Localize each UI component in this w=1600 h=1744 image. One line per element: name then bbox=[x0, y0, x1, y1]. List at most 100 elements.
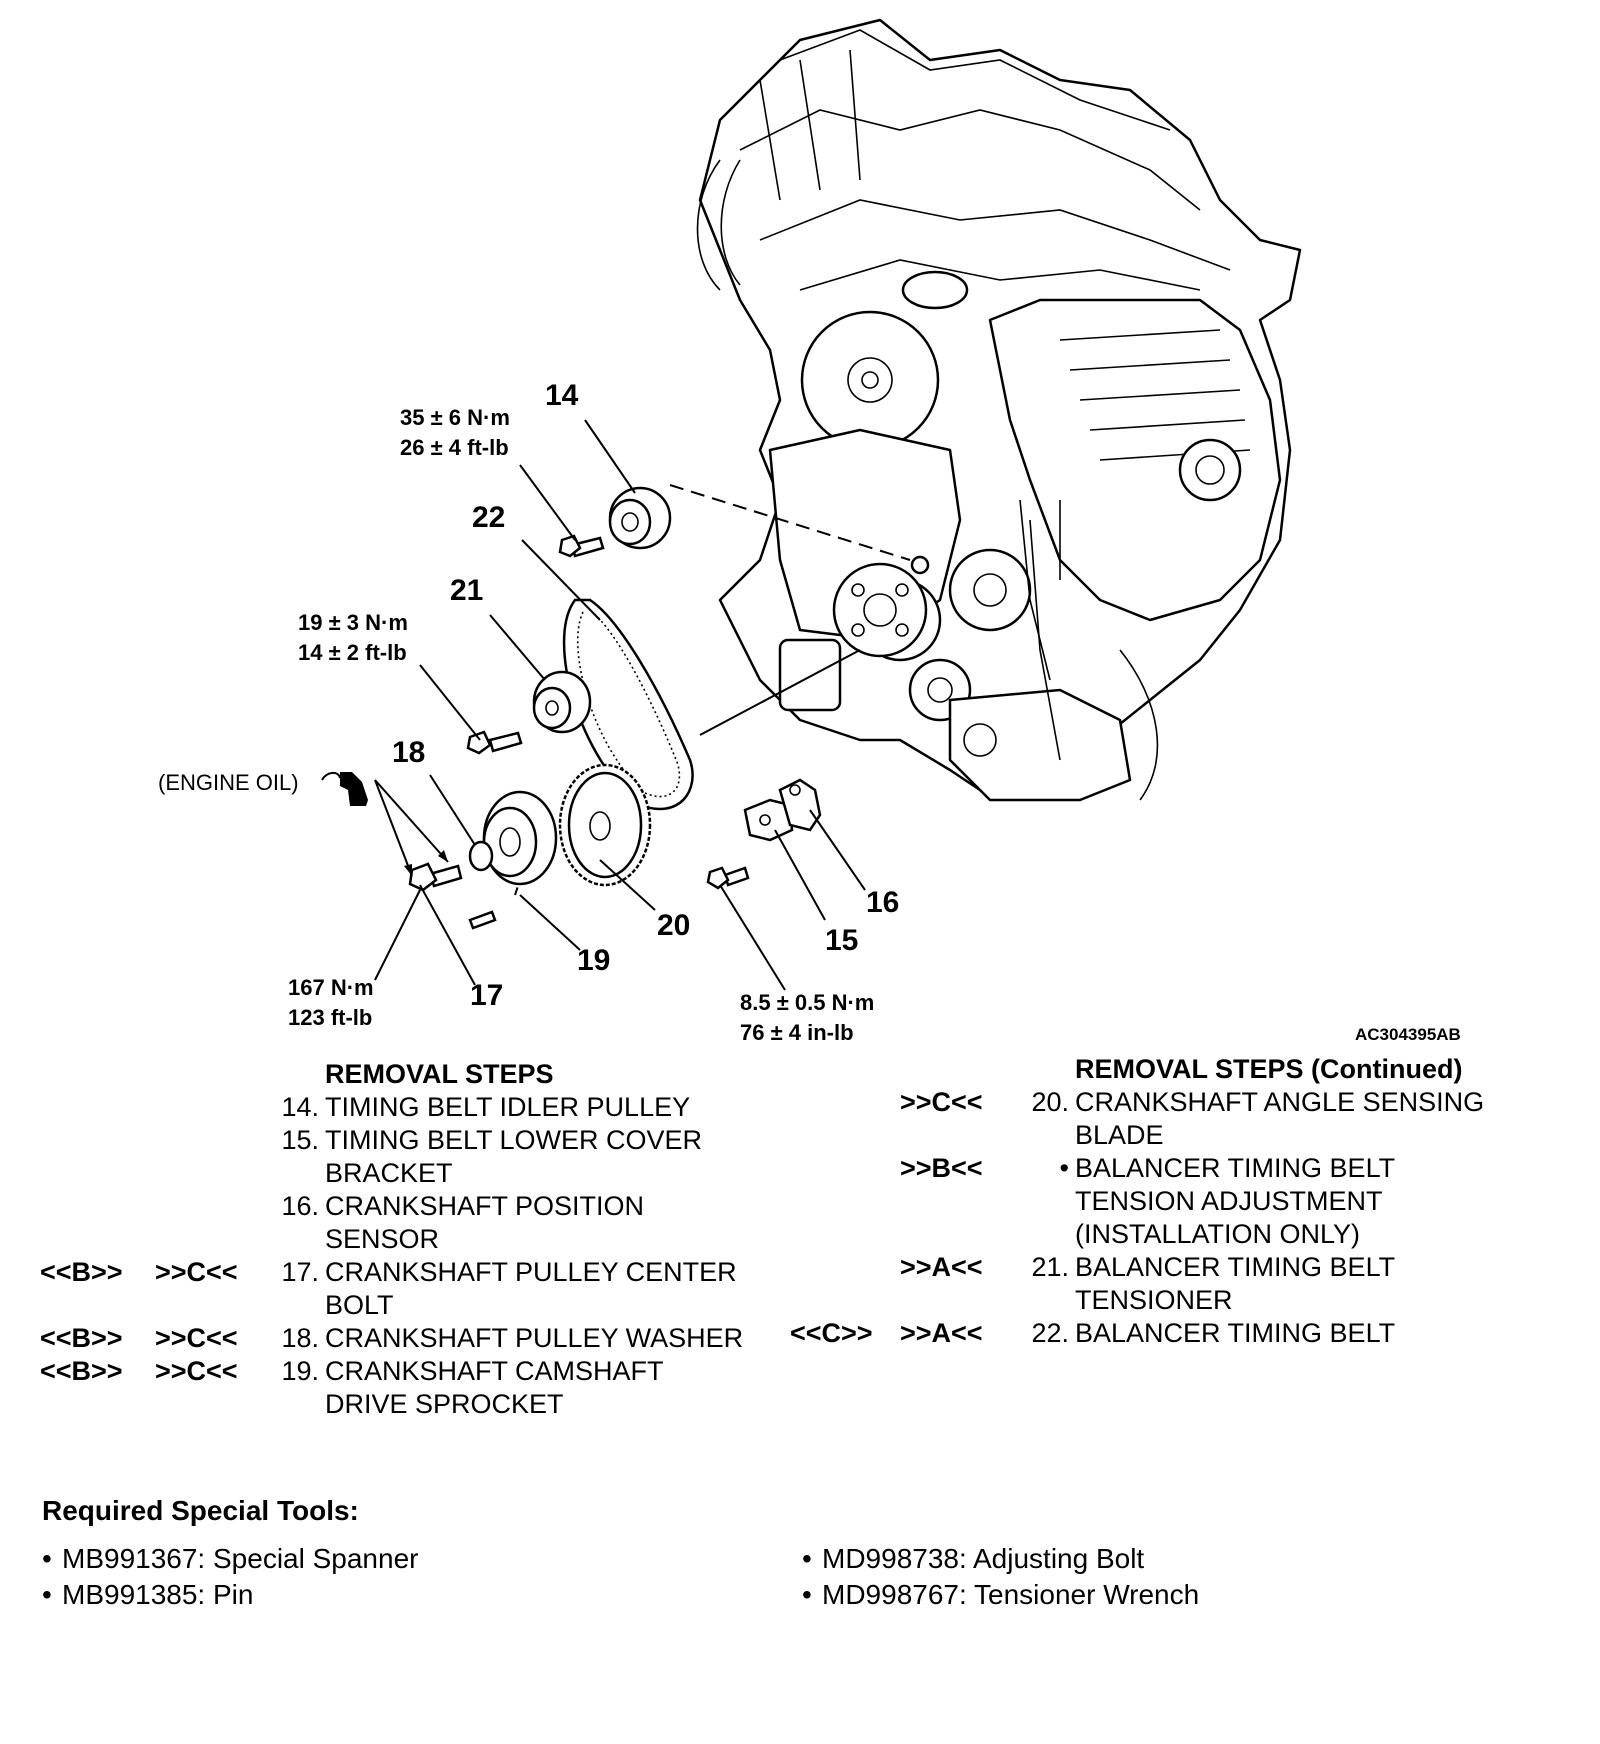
step-text: CRANKSHAFT POSITION bbox=[325, 1191, 645, 1221]
step-text: TIMING BELT LOWER COVER bbox=[325, 1125, 703, 1155]
crankshaft-pulley-washer-18 bbox=[468, 840, 494, 872]
step-row: (INSTALLATION ONLY) bbox=[790, 1218, 1495, 1251]
install-mark: <<B>> bbox=[40, 1257, 123, 1287]
step-row: >>C<<20.CRANKSHAFT ANGLE SENSING bbox=[790, 1086, 1495, 1119]
removal-steps-right: REMOVAL STEPS (Continued) >>C<<20.CRANKS… bbox=[790, 1053, 1495, 1350]
install-mark bbox=[40, 1190, 155, 1223]
step-text: SENSOR bbox=[325, 1224, 440, 1254]
step-row: 14.TIMING BELT IDLER PULLEY bbox=[40, 1091, 765, 1124]
exploded-view-diagram: 14 15 16 17 18 19 20 21 22 35 ± 6 N·m 26… bbox=[158, 18, 1461, 1045]
callout-17: 17 bbox=[470, 979, 503, 1012]
removal-steps-left: REMOVAL STEPS 14.TIMING BELT IDLER PULLE… bbox=[40, 1058, 765, 1421]
leader-torque-17 bbox=[374, 889, 421, 981]
leader-22 bbox=[521, 539, 601, 621]
step-number bbox=[1015, 1218, 1075, 1251]
step-number bbox=[1015, 1284, 1075, 1317]
torque-14-ftlb: 26 ± 4 ft-lb bbox=[400, 435, 509, 460]
removal-steps-heading: REMOVAL STEPS bbox=[325, 1059, 554, 1089]
locator-line-crank bbox=[699, 649, 861, 736]
removal-mark bbox=[155, 1388, 265, 1421]
removal-mark: >>A<< bbox=[900, 1318, 983, 1348]
tool-item: MB991367: Special Spanner bbox=[42, 1543, 802, 1575]
step-row: TENSION ADJUSTMENT bbox=[790, 1185, 1495, 1218]
torque-17-ftlb: 123 ft-lb bbox=[288, 1005, 372, 1030]
callout-22: 22 bbox=[472, 501, 505, 534]
leader-15 bbox=[774, 829, 826, 921]
install-mark bbox=[40, 1223, 155, 1256]
step-row: 16.CRANKSHAFT POSITION bbox=[40, 1190, 765, 1223]
removal-mark bbox=[155, 1190, 265, 1223]
leader-17 bbox=[419, 884, 476, 986]
removal-steps-heading-row: REMOVAL STEPS bbox=[40, 1058, 765, 1091]
torque-14-nm: 35 ± 6 N·m bbox=[400, 405, 510, 430]
step-row: BRACKET bbox=[40, 1157, 765, 1190]
idler-pulley-14 bbox=[558, 486, 672, 558]
leader-19 bbox=[519, 894, 581, 951]
figure-code: AC304395AB bbox=[1355, 1025, 1461, 1044]
step-text: BALANCER TIMING BELT bbox=[1075, 1318, 1396, 1348]
callout-15: 15 bbox=[825, 924, 858, 957]
camshaft-drive-sprocket-19 bbox=[468, 790, 558, 930]
crankshaft-position-sensor-16 bbox=[778, 778, 822, 832]
step-text: BLADE bbox=[1075, 1120, 1164, 1150]
step-row: <<C>> >>A<< 22.BALANCER TIMING BELT bbox=[790, 1317, 1495, 1350]
balancer-belt-tensioner-21 bbox=[466, 670, 592, 755]
bracket-bolt bbox=[706, 866, 750, 890]
leader-20 bbox=[599, 859, 656, 911]
step-text: TENSIONER bbox=[1075, 1285, 1233, 1315]
step-row: BOLT bbox=[40, 1289, 765, 1322]
removal-mark: >>A<< bbox=[900, 1252, 983, 1282]
step-row: SENSOR bbox=[40, 1223, 765, 1256]
step-text: BOLT bbox=[325, 1290, 394, 1320]
step-text: BRACKET bbox=[325, 1158, 453, 1188]
step-number bbox=[265, 1388, 325, 1421]
torque-15-inlb: 76 ± 4 in-lb bbox=[740, 1020, 854, 1045]
step-row: 15.TIMING BELT LOWER COVER bbox=[40, 1124, 765, 1157]
torque-15-nm: 8.5 ± 0.5 N·m bbox=[740, 990, 874, 1015]
tool-item: MD998738: Adjusting Bolt bbox=[802, 1543, 1562, 1575]
step-row: <<B>>>>C<<17.CRANKSHAFT PULLEY CENTER bbox=[40, 1256, 765, 1289]
install-mark: <<C>> bbox=[790, 1318, 873, 1348]
step-number bbox=[1015, 1185, 1075, 1218]
install-mark bbox=[40, 1388, 155, 1421]
oil-arrowheads bbox=[404, 850, 448, 876]
install-mark bbox=[40, 1091, 155, 1124]
callout-21: 21 bbox=[450, 574, 483, 607]
step-text: BALANCER TIMING BELT bbox=[1075, 1153, 1396, 1183]
step-bullet: • bbox=[1059, 1153, 1069, 1183]
leader-torque-15 bbox=[719, 884, 786, 991]
lower-cover-bracket-15 bbox=[743, 798, 794, 842]
step-text: DRIVE SPROCKET bbox=[325, 1389, 564, 1419]
step-number bbox=[265, 1223, 325, 1256]
step-number: 17. bbox=[281, 1257, 319, 1287]
required-special-tools: Required Special Tools: MB991367: Specia… bbox=[42, 1495, 1562, 1611]
step-number: 14. bbox=[281, 1092, 319, 1122]
leader-18 bbox=[429, 774, 476, 846]
torque-17-nm: 167 N·m bbox=[288, 975, 374, 1000]
step-number bbox=[265, 1289, 325, 1322]
step-number: 22. bbox=[1031, 1318, 1069, 1348]
install-mark: <<B>> bbox=[40, 1356, 123, 1386]
removal-mark: >>B<< bbox=[900, 1153, 983, 1183]
step-text: BALANCER TIMING BELT bbox=[1075, 1252, 1396, 1282]
callout-20: 20 bbox=[657, 909, 690, 942]
tool-item: MB991385: Pin bbox=[42, 1579, 802, 1611]
removal-mark bbox=[155, 1157, 265, 1190]
step-number bbox=[265, 1157, 325, 1190]
install-mark bbox=[40, 1124, 155, 1157]
removal-steps-continued-heading: REMOVAL STEPS (Continued) bbox=[1075, 1054, 1463, 1084]
step-text: CRANKSHAFT PULLEY WASHER bbox=[325, 1323, 744, 1353]
locator-line-19 bbox=[514, 879, 521, 896]
step-number: 18. bbox=[281, 1323, 319, 1353]
leader-21 bbox=[489, 614, 546, 681]
removal-mark: >>C<< bbox=[155, 1356, 238, 1386]
step-number: 16. bbox=[281, 1191, 319, 1221]
step-row: <<B>>>>C<<18.CRANKSHAFT PULLEY WASHER bbox=[40, 1322, 765, 1355]
step-text: (INSTALLATION ONLY) bbox=[1075, 1219, 1361, 1249]
step-row: TENSIONER bbox=[790, 1284, 1495, 1317]
engine-oil-can-icon bbox=[321, 772, 368, 806]
leader-torque-14 bbox=[519, 464, 576, 541]
tool-item: MD998767: Tensioner Wrench bbox=[802, 1579, 1562, 1611]
step-text: TIMING BELT IDLER PULLEY bbox=[325, 1092, 691, 1122]
step-text: CRANKSHAFT PULLEY CENTER bbox=[325, 1257, 737, 1287]
